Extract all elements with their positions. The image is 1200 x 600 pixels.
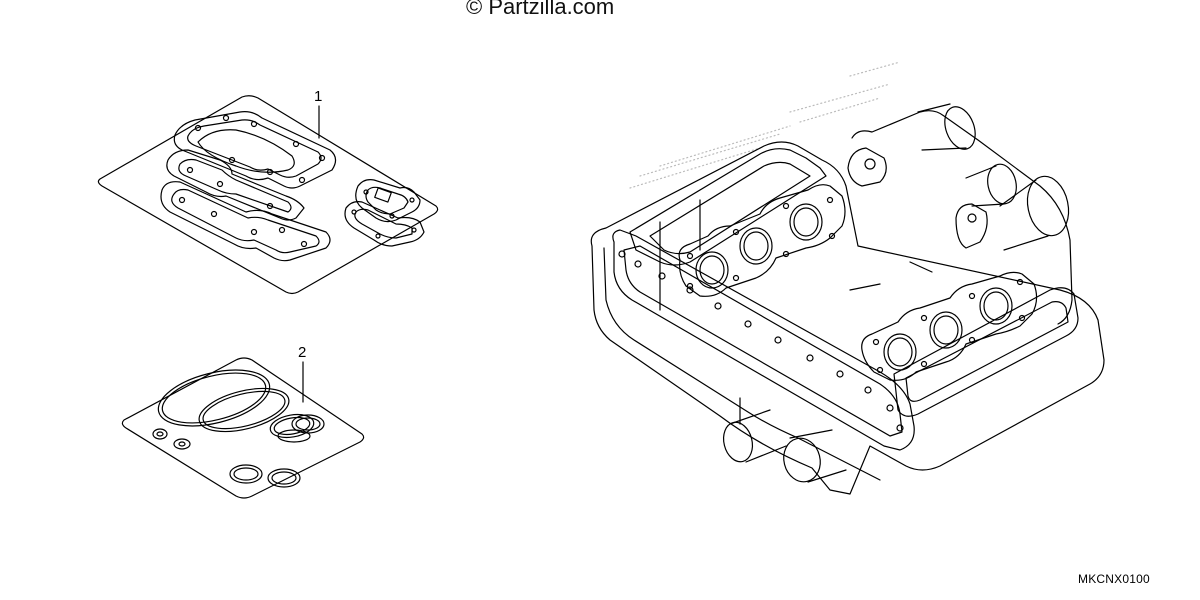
engine-assembly-illustration [591, 62, 1104, 494]
gasket-kit-b-illustration [122, 358, 363, 498]
diagram-code: MKCNX0100 [1078, 572, 1150, 586]
part-callout-2: 2 [298, 344, 307, 361]
part-callout-1: 1 [314, 88, 323, 105]
gasket-kit-a-illustration [98, 96, 437, 294]
watermark-text: © Partzilla.com [466, 0, 615, 19]
